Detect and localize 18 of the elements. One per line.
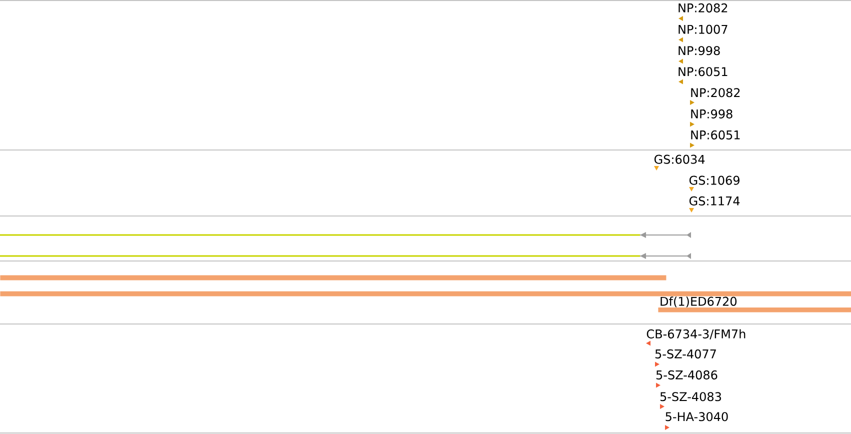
feature-bar <box>0 275 666 280</box>
feature-label: Df(1)ED6720 <box>660 296 737 308</box>
feature-bar <box>0 291 851 296</box>
feature-label: GS:1174 <box>689 196 740 206</box>
feature-label: GS:6034 <box>654 154 705 164</box>
feature-label: 5-SZ-4086 <box>656 370 718 380</box>
feature-label: NP:1007 <box>678 24 728 34</box>
feature-label: NP:6051 <box>691 130 740 140</box>
feature-label: NP:2082 <box>678 3 728 12</box>
feature-label: NP:2082 <box>691 88 740 98</box>
feature-label: 5-SZ-4077 <box>655 349 716 358</box>
feature-label: 5-SZ-4083 <box>660 392 721 402</box>
feature-label: NP:998 <box>691 109 732 118</box>
feature-label: 5-HA-3040 <box>666 412 728 422</box>
feature-label: GS:1069 <box>689 176 740 185</box>
feature-label: NP:6051 <box>678 67 728 76</box>
feature-label: NP:998 <box>678 46 720 56</box>
feature-label: CB-6734-3/FM7h <box>646 329 746 340</box>
